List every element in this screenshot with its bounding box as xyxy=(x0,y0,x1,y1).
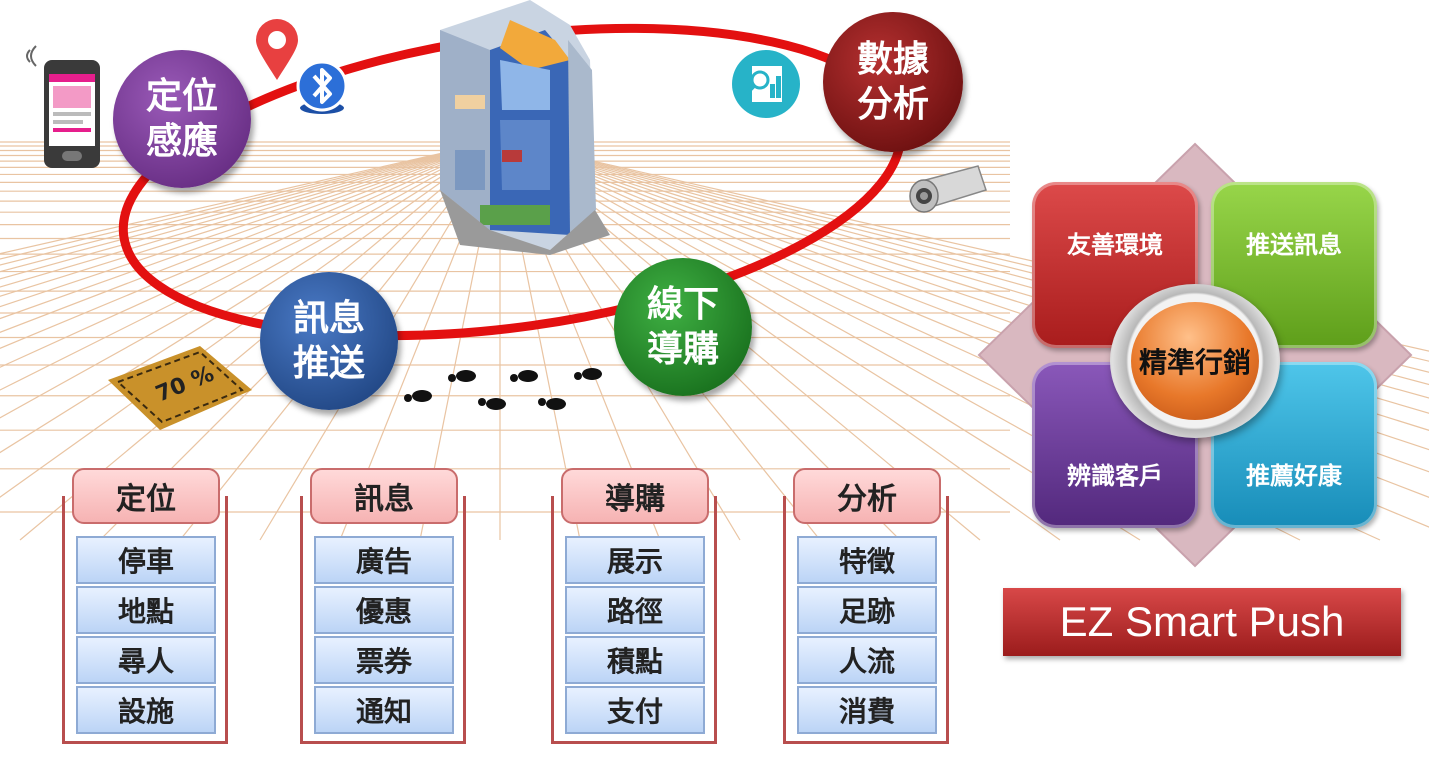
analysis-line-1: 數據 xyxy=(856,39,929,80)
discount-coupon-icon xyxy=(108,346,252,430)
quadrant-label: 推薦好康 xyxy=(1246,461,1342,490)
category-title: 分析 xyxy=(793,468,941,524)
category-title: 導購 xyxy=(561,468,709,524)
category-item: 路徑 xyxy=(565,586,705,634)
category-item: 設施 xyxy=(76,686,216,734)
category-frame xyxy=(783,496,949,744)
quadrant-label: 友善環境 xyxy=(1067,230,1163,259)
analysis-line-2: 分析 xyxy=(856,84,929,125)
message-line-1: 訊息 xyxy=(292,298,365,339)
category-item: 人流 xyxy=(797,636,937,684)
category-frame xyxy=(300,496,466,744)
shopping-line-2: 導購 xyxy=(646,329,719,370)
quadrant-label: 推送訊息 xyxy=(1246,230,1342,259)
category-item: 尋人 xyxy=(76,636,216,684)
category-item: 支付 xyxy=(565,686,705,734)
category-item: 廣告 xyxy=(314,536,454,584)
message-line-2: 推送 xyxy=(292,343,365,384)
message-push-node: 訊息推送 xyxy=(260,272,398,410)
brand-banner: EZ Smart Push xyxy=(1003,588,1401,656)
category-shopping-guide: 導購 展示 路徑 積點 支付 xyxy=(551,468,721,748)
location-pin-icon xyxy=(256,19,298,80)
category-item: 通知 xyxy=(314,686,454,734)
category-item: 特徵 xyxy=(797,536,937,584)
category-item: 積點 xyxy=(565,636,705,684)
quadrant-push-messages: 推送訊息 xyxy=(1211,182,1377,348)
category-messaging: 訊息 廣告 優惠 票券 通知 xyxy=(300,468,470,748)
category-title: 訊息 xyxy=(310,468,458,524)
smartphone-icon xyxy=(26,45,100,168)
category-item: 優惠 xyxy=(314,586,454,634)
category-item: 展示 xyxy=(565,536,705,584)
category-item: 停車 xyxy=(76,536,216,584)
footprints-icon xyxy=(404,368,602,410)
positioning-line-1: 定位 xyxy=(145,76,218,117)
quadrant-label: 辨識客戶 xyxy=(1067,461,1163,490)
brand-label: EZ Smart Push xyxy=(1059,598,1345,645)
category-item: 足跡 xyxy=(797,586,937,634)
category-item: 地點 xyxy=(76,586,216,634)
category-item: 消費 xyxy=(797,686,937,734)
positioning-sensing-node: 定位感應 xyxy=(113,50,251,188)
shopping-mall-building-icon xyxy=(440,0,610,255)
offline-shopping-guide-node: 線下導購 xyxy=(614,258,752,396)
data-analysis-node: 數據分析 xyxy=(823,12,963,152)
shopping-line-1: 線下 xyxy=(646,284,719,325)
center-orb: 精準行銷 xyxy=(1131,302,1259,420)
precision-marketing-center: 精準行銷 xyxy=(1110,284,1280,438)
category-title: 定位 xyxy=(72,468,220,524)
bluetooth-icon xyxy=(296,60,348,114)
category-item: 票券 xyxy=(314,636,454,684)
center-label: 精準行銷 xyxy=(1138,346,1251,379)
analytics-chart-icon xyxy=(732,50,800,118)
positioning-line-2: 感應 xyxy=(145,121,218,162)
category-analysis: 分析 特徵 足跡 人流 消費 xyxy=(783,468,953,748)
security-camera-icon xyxy=(909,165,987,213)
category-frame xyxy=(551,496,717,744)
category-positioning: 定位 停車 地點 尋人 設施 xyxy=(62,468,232,748)
category-frame xyxy=(62,496,228,744)
